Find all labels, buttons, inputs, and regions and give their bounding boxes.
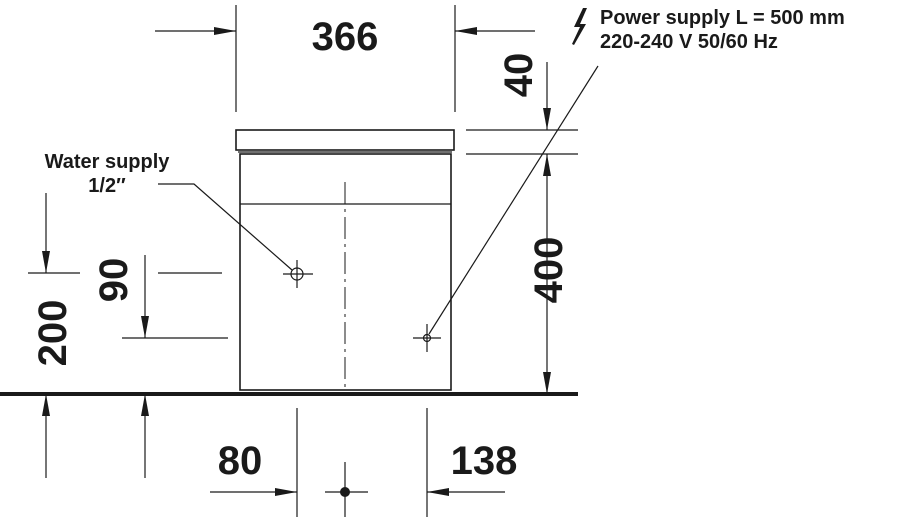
power-supply-title: Power supply L = 500 mm xyxy=(600,7,845,29)
dimension-bottom: 80 138 xyxy=(210,408,517,517)
dimension-water-supply-height: 200 xyxy=(28,193,222,478)
width-label: 366 xyxy=(312,15,379,59)
left-offset-label: 80 xyxy=(218,439,263,483)
dimension-power-offset: 90 xyxy=(92,255,228,478)
unit-outline xyxy=(235,129,455,391)
water-supply-height-label: 200 xyxy=(31,300,75,367)
unit-lid xyxy=(235,129,455,151)
lid-height-label: 40 xyxy=(497,53,541,98)
power-supply-spec: 220-240 V 50/60 Hz xyxy=(600,31,778,53)
water-supply-size: 1/2″ xyxy=(88,175,126,197)
dimension-lid-height: 40 xyxy=(466,53,578,155)
dimension-width: 366 xyxy=(155,5,535,112)
power-supply-connection xyxy=(413,324,441,352)
right-offset-label: 138 xyxy=(451,439,518,483)
total-height-label: 400 xyxy=(527,237,571,304)
power-supply-note: Power supply L = 500 mm 220-240 V 50/60 … xyxy=(428,7,845,335)
dimension-total-height: 400 xyxy=(527,154,571,394)
water-supply-title: Water supply xyxy=(45,151,171,173)
power-offset-label: 90 xyxy=(92,258,136,303)
power-supply-leader xyxy=(428,65,599,335)
lightning-bolt-icon xyxy=(572,8,587,45)
water-supply-connection xyxy=(283,260,313,288)
water-supply-leader xyxy=(158,183,293,271)
water-supply-note: Water supply 1/2″ xyxy=(45,151,293,271)
